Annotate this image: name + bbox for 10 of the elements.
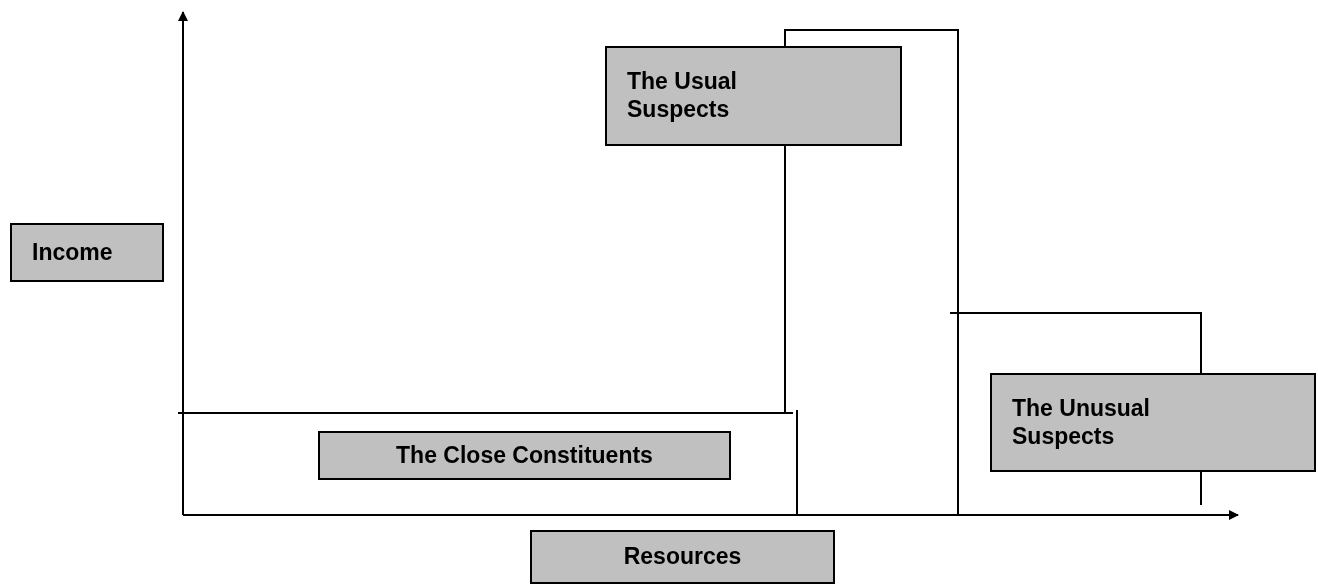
- box-label: The Close Constituents: [396, 441, 653, 470]
- label-box: [605, 46, 902, 146]
- label-box: [530, 530, 835, 584]
- label-box: [10, 223, 164, 282]
- label-box: [990, 373, 1316, 472]
- box-label: The Unusual Suspects: [1012, 394, 1151, 451]
- box-label: Resources: [623, 543, 742, 571]
- label-box: [318, 431, 731, 480]
- box-label: Income: [32, 238, 113, 267]
- box-label: The Usual Suspects: [627, 68, 738, 124]
